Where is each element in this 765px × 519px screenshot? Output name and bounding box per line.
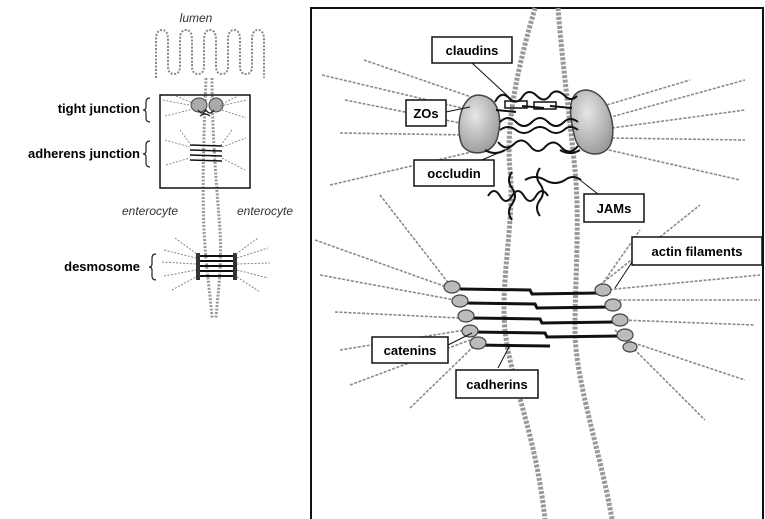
catenins-label: catenins — [384, 343, 437, 358]
actin-filaments-label: actin filaments — [651, 244, 742, 259]
overview-panel: lumen — [28, 11, 293, 318]
zo-protein-left — [459, 95, 500, 153]
claudins-label: claudins — [446, 43, 499, 58]
detail-panel: claudins ZOs occludin JAMs actin filamen… — [311, 8, 763, 519]
occludin-label: occludin — [427, 166, 481, 181]
enterocyte-left-label: enterocyte — [122, 204, 178, 218]
lumen-label: lumen — [180, 11, 213, 25]
overview-membrane-right — [212, 78, 221, 318]
cadherins-callout: cadherins — [456, 370, 538, 398]
claudins-callout: claudins — [432, 37, 512, 63]
cadherins-label: cadherins — [466, 377, 527, 392]
adherens-junction-label: adherens junction — [28, 146, 140, 161]
jams-callout: JAMs — [584, 194, 644, 222]
microvilli — [156, 30, 264, 78]
catenins-callout: catenins — [372, 337, 448, 363]
desmosome-label: desmosome — [64, 259, 140, 274]
adherens-junction-brace — [143, 141, 150, 167]
tight-junction-brace — [143, 98, 150, 122]
desmosome-mini — [162, 238, 270, 292]
actin-filaments-callout: actin filaments — [632, 237, 762, 265]
enterocyte-right-label: enterocyte — [237, 204, 293, 218]
adherens-junction-mini — [165, 130, 246, 170]
occludin-callout: occludin — [414, 160, 494, 186]
desmosome-brace — [149, 254, 156, 280]
zos-label: ZOs — [413, 106, 438, 121]
tight-junction-label: tight junction — [58, 101, 140, 116]
zos-callout: ZOs — [406, 100, 446, 126]
jams-label: JAMs — [597, 201, 632, 216]
